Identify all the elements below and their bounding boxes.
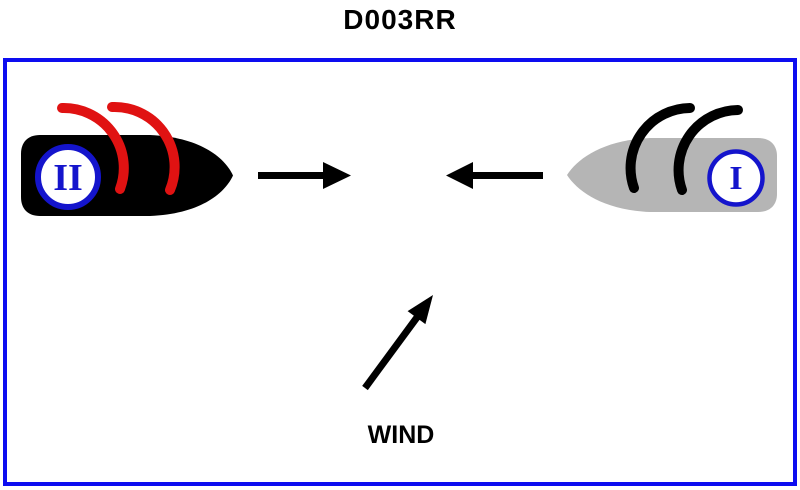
boat-ii-label: II — [53, 157, 83, 199]
boat-i-sail-arc-1 — [625, 103, 695, 193]
wind-arrow-head — [407, 295, 433, 325]
boat-i-sail-arc-2 — [673, 105, 743, 195]
boat-i-label: I — [729, 160, 742, 197]
boat-i-course-arrow — [446, 162, 543, 189]
diagram-frame — [3, 58, 797, 486]
boat-ii: II — [21, 101, 233, 216]
boat-ii-course-arrow — [258, 162, 351, 189]
boat-i: I — [567, 103, 777, 212]
wind-arrow-shaft — [362, 313, 421, 391]
boat-i-badge — [707, 149, 765, 207]
diagram-title: D003RR — [343, 4, 457, 35]
wind-arrow — [362, 295, 433, 391]
boat-ii-badge — [35, 144, 101, 210]
boat-ii-sail-arc-1 — [57, 102, 129, 194]
wind-label: WIND — [368, 421, 435, 449]
boat-ii-sail-arc-2 — [107, 101, 180, 195]
